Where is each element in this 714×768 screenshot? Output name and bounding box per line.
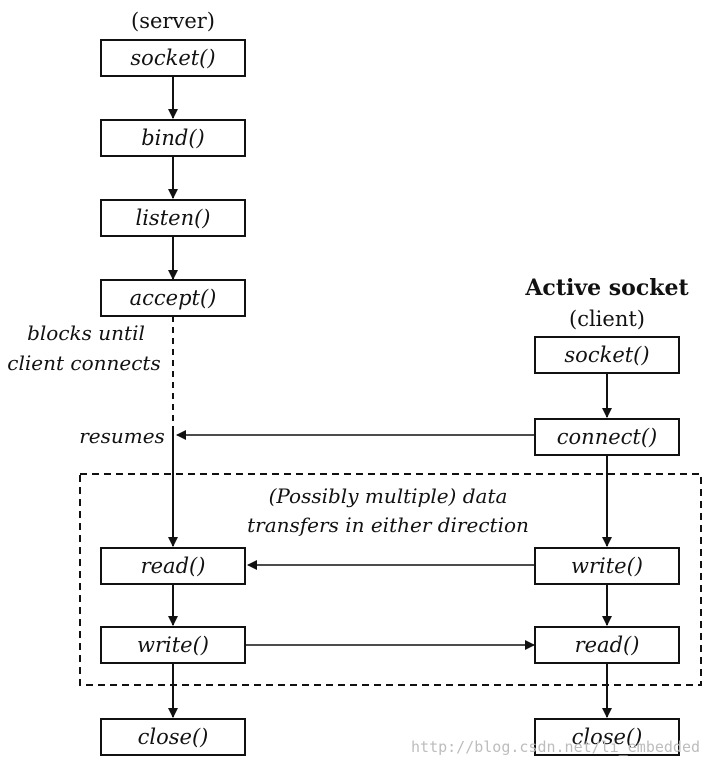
blocks-until-note-line2: client connects bbox=[7, 351, 160, 375]
server-close-label: close() bbox=[138, 725, 209, 749]
watermark: http://blog.csdn.net/li_embedded bbox=[411, 738, 700, 756]
server-write-box: write() bbox=[100, 626, 246, 664]
client-write-box: write() bbox=[534, 547, 680, 585]
server-socket-label: socket() bbox=[130, 46, 215, 70]
client-heading: (client) bbox=[569, 307, 645, 331]
client-read-label: read() bbox=[575, 633, 640, 657]
server-write-label: write() bbox=[137, 633, 209, 657]
transfer-region-line2: transfers in either direction bbox=[247, 513, 529, 537]
client-write-label: write() bbox=[571, 554, 643, 578]
client-connect-box: connect() bbox=[534, 418, 680, 456]
client-socket-box: socket() bbox=[534, 336, 680, 374]
server-accept-label: accept() bbox=[130, 286, 217, 310]
server-read-label: read() bbox=[141, 554, 206, 578]
transfer-region-line1: (Possibly multiple) data bbox=[269, 484, 508, 508]
client-read-box: read() bbox=[534, 626, 680, 664]
server-bind-box: bind() bbox=[100, 119, 246, 157]
server-listen-label: listen() bbox=[136, 206, 211, 230]
server-accept-box: accept() bbox=[100, 279, 246, 317]
server-read-box: read() bbox=[100, 547, 246, 585]
client-close-box: close() bbox=[534, 718, 680, 756]
server-socket-box: socket() bbox=[100, 39, 246, 77]
blocks-until-note-line1: blocks until bbox=[27, 321, 145, 345]
server-listen-box: listen() bbox=[100, 199, 246, 237]
server-heading: (server) bbox=[131, 9, 215, 33]
client-close-label: close() bbox=[572, 725, 643, 749]
resumes-note: resumes bbox=[79, 424, 165, 448]
client-socket-label: socket() bbox=[564, 343, 649, 367]
server-close-box: close() bbox=[100, 718, 246, 756]
server-bind-label: bind() bbox=[141, 126, 205, 150]
client-connect-label: connect() bbox=[557, 425, 657, 449]
client-heading-bold: Active socket bbox=[524, 275, 689, 301]
transfer-region bbox=[79, 473, 702, 686]
